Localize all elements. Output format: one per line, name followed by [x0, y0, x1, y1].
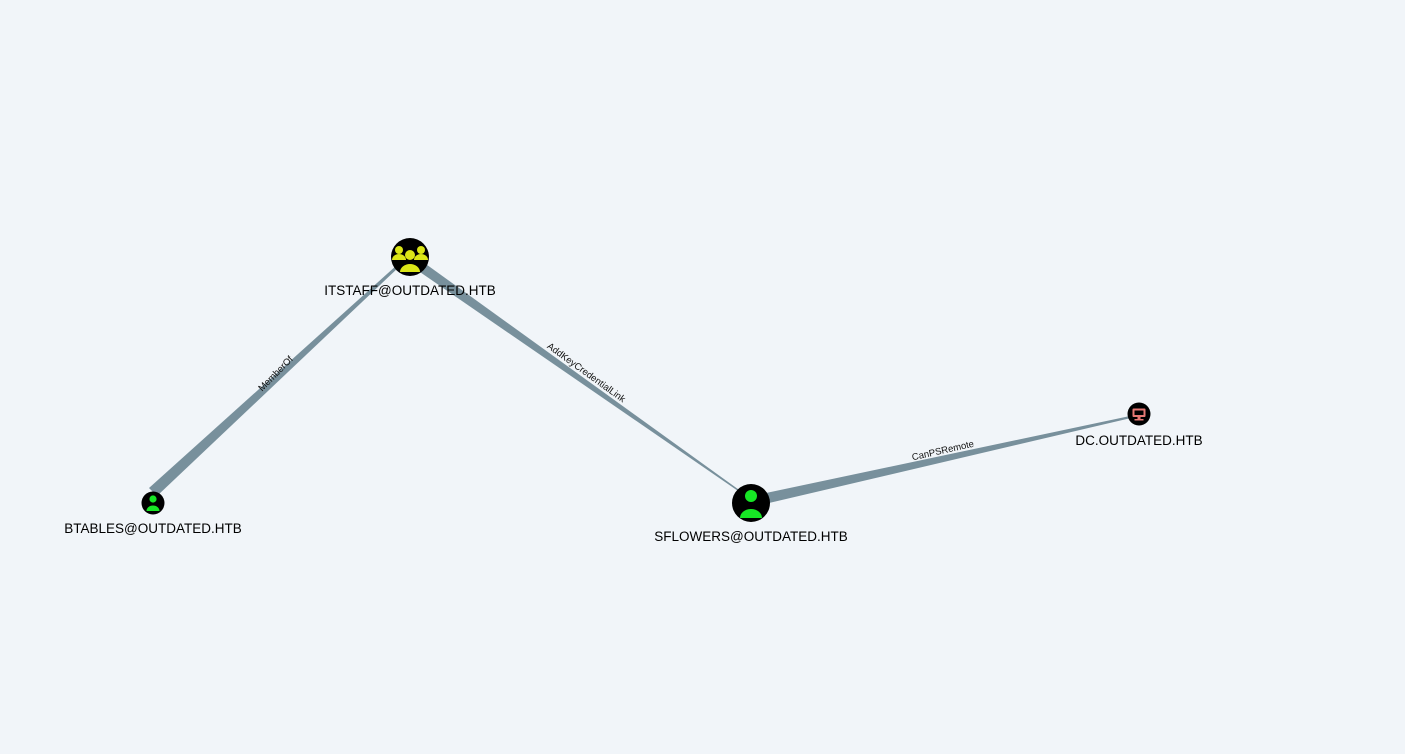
edge-label-memberof: MemberOf [256, 354, 296, 394]
edge-label-addkeycredentiallink: AddKeyCredentialLink [545, 341, 628, 405]
node-sflowers[interactable]: SFLOWERS@OUTDATED.HTB [654, 484, 848, 544]
node-btables[interactable]: BTABLES@OUTDATED.HTB [64, 491, 242, 537]
user-icon [740, 490, 762, 518]
node-itstaff[interactable]: ITSTAFF@OUTDATED.HTB [324, 238, 496, 298]
user-icon [146, 495, 160, 511]
edge-memberof[interactable]: MemberOf [149, 265, 399, 496]
node-label-dc: DC.OUTDATED.HTB [1075, 433, 1202, 448]
group-icon [392, 246, 428, 272]
node-label-sflowers: SFLOWERS@OUTDATED.HTB [654, 529, 847, 544]
node-dc[interactable]: DC.OUTDATED.HTB [1075, 402, 1203, 449]
node-label-itstaff: ITSTAFF@OUTDATED.HTB [324, 283, 495, 298]
node-label-btables: BTABLES@OUTDATED.HTB [64, 521, 241, 536]
computer-icon [1132, 408, 1146, 421]
edge-canpsremote[interactable]: CanPSRemote [766, 416, 1131, 503]
